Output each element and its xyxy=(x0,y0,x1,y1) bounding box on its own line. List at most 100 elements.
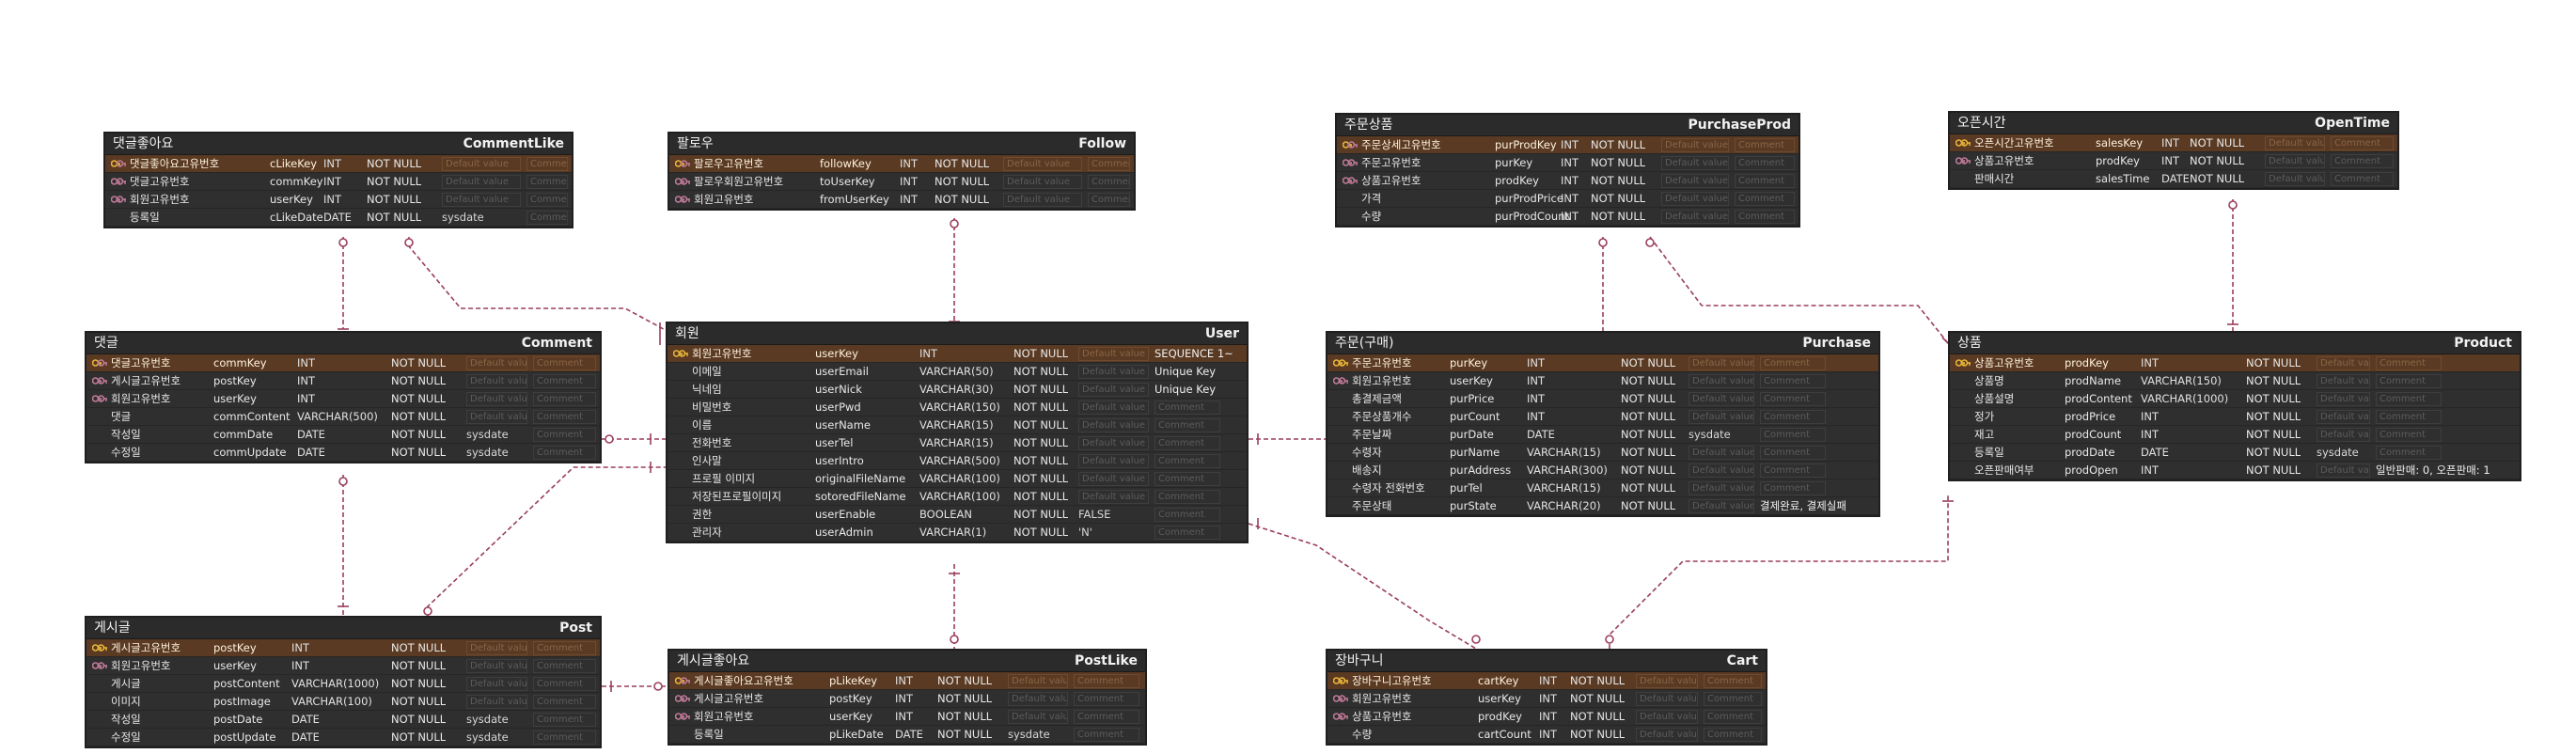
default-value-field[interactable]: Default value xyxy=(466,641,527,655)
comment-field[interactable]: Comment xyxy=(2376,410,2442,424)
comment-field[interactable]: Comment xyxy=(526,211,568,225)
comment-field[interactable]: Comment xyxy=(1735,156,1795,170)
default-value-field[interactable]: Default value xyxy=(1078,418,1149,432)
default-value-field[interactable]: Default value xyxy=(1661,156,1729,170)
default-value-field[interactable]: Default value xyxy=(1008,692,1068,706)
default-value-field[interactable]: Default value xyxy=(1661,174,1729,188)
default-value-field[interactable]: Default value xyxy=(2317,356,2370,370)
default-value-field[interactable]: Default value xyxy=(466,659,527,673)
default-value-field[interactable]: Default value xyxy=(2265,154,2325,168)
comment-field[interactable]: Comment xyxy=(1704,692,1762,706)
comment-field[interactable]: Comment xyxy=(2376,392,2442,406)
default-value-field[interactable]: Default value xyxy=(1661,210,1729,224)
default-value-field[interactable]: Default value xyxy=(1078,401,1149,415)
comment-field[interactable]: Comment xyxy=(533,659,596,673)
comment-field[interactable]: Comment xyxy=(533,695,596,709)
default-value-field[interactable]: Default value xyxy=(2265,172,2325,186)
default-value-field[interactable]: Default value xyxy=(1689,446,1754,460)
default-value-field[interactable]: Default value xyxy=(1078,454,1149,468)
default-value-field[interactable]: Default value xyxy=(1661,138,1729,152)
comment-field[interactable]: Comment xyxy=(2376,374,2442,388)
default-value-field[interactable]: Default value xyxy=(1078,436,1149,450)
default-value-field[interactable]: Default value xyxy=(1689,463,1754,478)
default-value-field[interactable]: Default value xyxy=(1078,472,1149,486)
comment-field[interactable]: Comment xyxy=(1760,446,1826,460)
comment-field[interactable]: Comment xyxy=(1760,428,1826,442)
default-value-field[interactable]: Default value xyxy=(1636,674,1698,688)
comment-field[interactable]: Comment xyxy=(1154,472,1220,486)
comment-field[interactable]: Comment xyxy=(1154,401,1220,415)
comment-field[interactable]: Comment xyxy=(2331,136,2394,150)
default-value-field[interactable]: Default value xyxy=(1636,710,1698,724)
comment-field[interactable]: Comment xyxy=(526,175,568,189)
comment-field[interactable]: Comment xyxy=(1735,174,1795,188)
default-value-field[interactable]: Default value xyxy=(466,374,527,388)
comment-field[interactable]: Comment xyxy=(1154,526,1220,540)
comment-field[interactable]: Comment xyxy=(1154,454,1220,468)
default-value-field[interactable]: Default value xyxy=(2317,428,2370,442)
comment-field[interactable]: Comment xyxy=(1704,710,1762,724)
comment-field[interactable]: Comment xyxy=(1735,192,1795,206)
comment-field[interactable]: Comment xyxy=(1088,175,1130,189)
comment-field[interactable]: Comment xyxy=(2376,446,2442,460)
default-value-field[interactable]: Default value xyxy=(466,410,527,424)
comment-field[interactable]: Comment xyxy=(1704,728,1762,742)
comment-field[interactable]: Comment xyxy=(1760,356,1826,370)
default-value-field[interactable]: Default value xyxy=(2317,374,2370,388)
comment-field[interactable]: Comment xyxy=(1154,436,1220,450)
comment-field[interactable]: Comment xyxy=(1074,692,1139,706)
comment-field[interactable]: Comment xyxy=(1704,674,1762,688)
comment-field[interactable]: Comment xyxy=(533,374,596,388)
comment-field[interactable]: Comment xyxy=(1088,193,1130,207)
comment-field[interactable]: Comment xyxy=(1735,138,1795,152)
comment-field[interactable]: Comment xyxy=(2376,428,2442,442)
table-header[interactable]: 주문(구매)Purchase xyxy=(1327,333,1878,354)
comment-field[interactable]: Comment xyxy=(1760,392,1826,406)
default-value-field[interactable]: Default value xyxy=(1636,728,1698,742)
